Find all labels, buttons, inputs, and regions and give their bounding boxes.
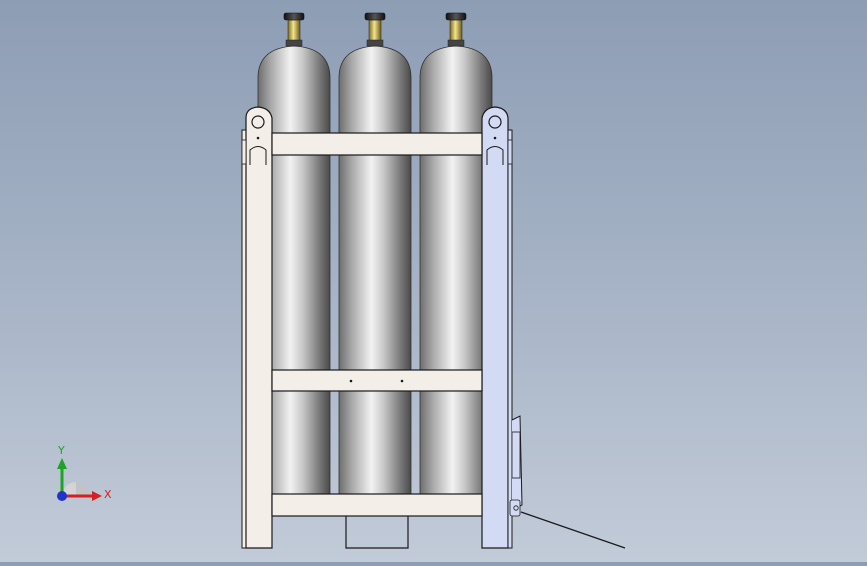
frame-post-right-selected[interactable] — [481, 106, 513, 549]
gas-cylinder-2[interactable] — [338, 12, 412, 497]
x-axis-label: X — [104, 488, 112, 501]
gas-cylinder-3[interactable] — [419, 12, 493, 497]
frame-post-left[interactable] — [241, 106, 273, 549]
side-handle-bracket[interactable] — [509, 415, 523, 517]
z-axis-dot-icon — [57, 491, 67, 501]
cylinder-valve-1 — [287, 19, 301, 43]
frame-crossbar-middle[interactable] — [271, 369, 483, 392]
base-bracket[interactable] — [345, 516, 409, 549]
frame-crossbar-bottom[interactable] — [271, 493, 483, 517]
angled-rod[interactable] — [520, 511, 626, 549]
cylinder-valve-3 — [449, 19, 463, 43]
orientation-triad[interactable]: Y X — [40, 438, 120, 518]
frame-crossbar-top[interactable] — [271, 132, 483, 156]
cylinder-valve-2 — [368, 19, 382, 43]
y-axis-label: Y — [57, 444, 65, 457]
